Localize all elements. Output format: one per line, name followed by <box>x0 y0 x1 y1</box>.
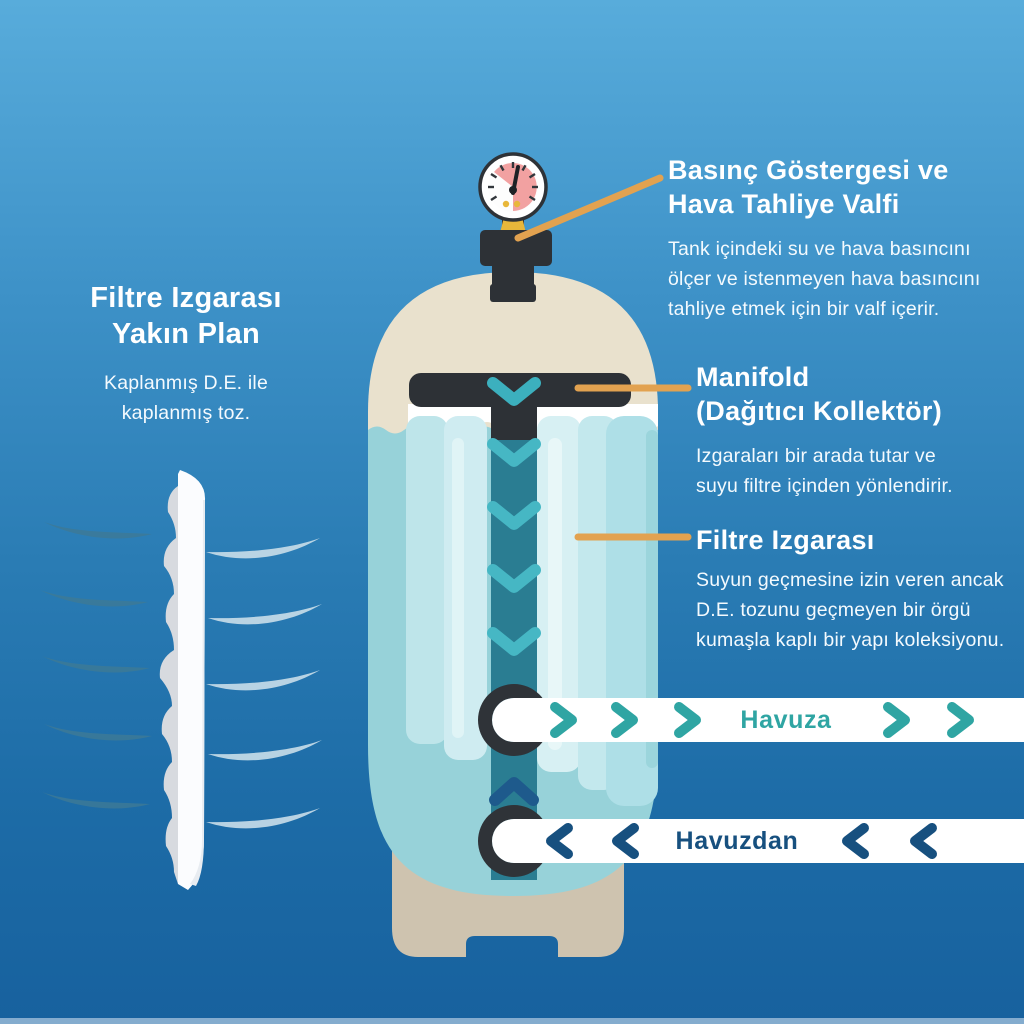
grid-heading-line1: Filtre Izgarası <box>696 525 875 555</box>
manifold-body-line2: suyu filtre içinden yönlendirir. <box>696 475 953 497</box>
callout-filter-grid: Filtre Izgarası Suyun geçmesine izin ver… <box>696 523 1016 655</box>
grid-body-line3: kumaşla kaplı bir yapı koleksiyonu. <box>696 629 1005 651</box>
water-flow-swoosh-right-icon <box>206 538 322 829</box>
pressure-heading-line1: Basınç Göstergesi ve <box>668 155 949 185</box>
pressure-gauge-icon <box>478 152 548 222</box>
filter-tank <box>368 272 658 957</box>
gauge-ticks <box>488 162 538 202</box>
manifold-heading-line2: (Dağıtıcı Kollektör) <box>696 396 943 426</box>
grid-body-line2: D.E. tozunu geçmeyen bir örgü <box>696 599 971 621</box>
pointer-pressure-gauge <box>514 174 664 242</box>
from-pool-pipe <box>492 819 1024 863</box>
chevron-up-icon <box>489 777 539 806</box>
pressure-body-line2: ölçer ve istenmeyen hava basıncını <box>668 268 981 290</box>
de-powder-coating <box>159 486 178 884</box>
bottom-edge-strip <box>0 1018 1024 1024</box>
pressure-heading-line2: Hava Tahliye Valfi <box>668 189 900 219</box>
water-flow-swoosh-left-icon <box>40 522 152 809</box>
manifold-stem <box>491 400 537 446</box>
to-pool-pipe <box>492 698 1024 742</box>
closeup-body-line2: kaplanmış toz. <box>121 402 251 424</box>
callout-pointers <box>514 174 692 541</box>
callout-manifold: Manifold (Dağıtıcı Kollektör) Izgaraları… <box>696 360 1016 501</box>
grid-blade <box>178 470 206 890</box>
grid-body-line1: Suyun geçmesine izin veren ancak <box>696 569 1004 591</box>
callout-pressure-gauge: Basınç Göstergesi ve Hava Tahliye Valfi … <box>668 153 1016 324</box>
pressure-body-line3: tahliye etmek için bir valf içerir. <box>668 298 940 320</box>
grid-blade-edge-shade <box>190 500 205 886</box>
to-pool-label: Havuza <box>740 706 832 734</box>
filter-grid-closeup <box>40 470 322 890</box>
closeup-heading-line2: Yakın Plan <box>111 318 261 350</box>
from-pool-label: Havuzdan <box>675 827 799 855</box>
manifold-heading-line1: Manifold <box>696 362 810 392</box>
closeup-label: Filtre Izgarası Yakın Plan Kaplanmış D.E… <box>46 280 326 428</box>
closeup-body-line1: Kaplanmış D.E. ile <box>104 372 268 394</box>
closeup-heading-line1: Filtre Izgarası <box>90 282 282 314</box>
pressure-body-line1: Tank içindeki su ve hava basıncını <box>668 238 971 260</box>
manifold-body-line1: Izgaraları bir arada tutar ve <box>696 445 936 467</box>
